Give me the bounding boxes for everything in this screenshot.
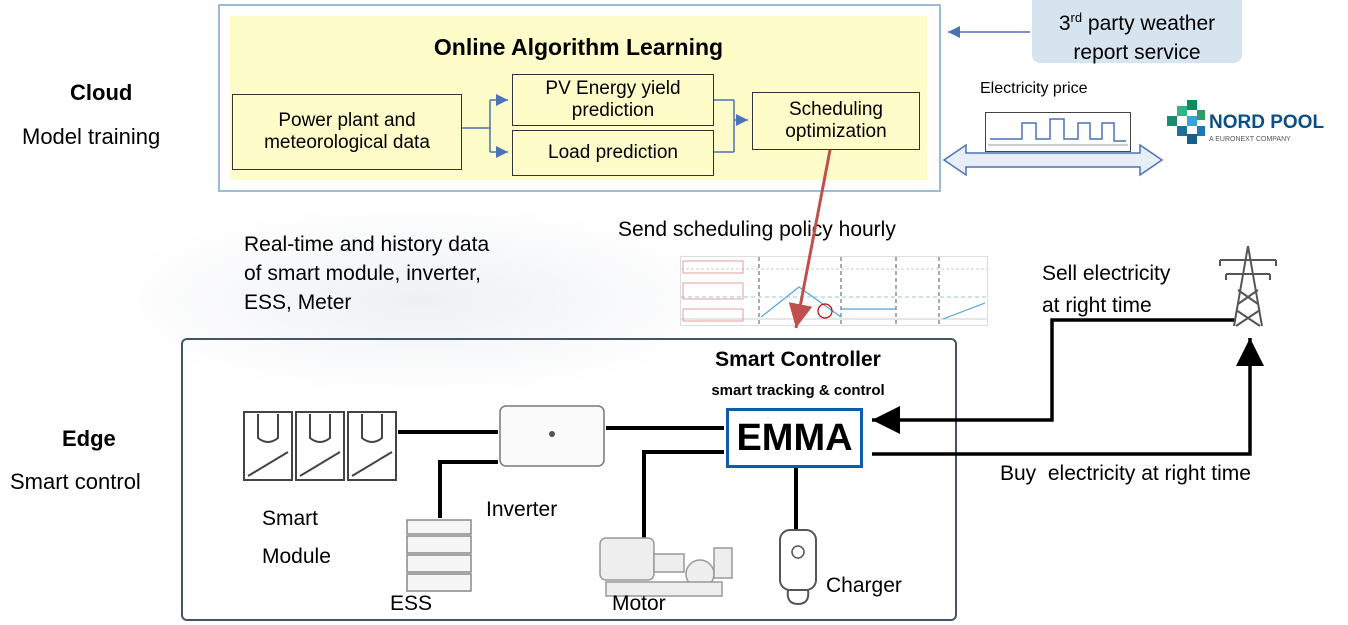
power-plant-data-box: Power plant and meteorological data [232, 94, 462, 170]
power-tower-icon [1212, 244, 1284, 328]
emma-controller: EMMA [726, 408, 863, 468]
sell-electricity-label: Sell electricity at right time [1042, 262, 1171, 317]
load-prediction-box: Load prediction [512, 130, 714, 176]
cloud-heading: Cloud [70, 80, 133, 105]
price-curve [988, 118, 1128, 146]
send-policy-label: Send scheduling policy hourly [618, 218, 896, 241]
edge-heading: Edge [62, 426, 116, 451]
edge-subheading: Smart control [10, 469, 141, 494]
inverter-label: Inverter [486, 498, 558, 521]
realtime-data-label: Real-time and history data of smart modu… [244, 230, 489, 317]
scheduling-box: Scheduling optimization [752, 92, 920, 150]
smart-controller-title: Smart Controller [715, 348, 881, 371]
load-prediction-label: Load prediction [548, 142, 678, 163]
price-chart [985, 112, 1131, 152]
nord-pool-name: NORD POOL [1209, 112, 1325, 133]
schedule-plot [681, 257, 987, 325]
smart-module-label: Smart Module [262, 507, 331, 568]
smart-controller-subtitle: smart tracking & control [711, 382, 885, 399]
pv-yield-label: PV Energy yield prediction [545, 78, 681, 121]
realtime-line-3: ESS, Meter [244, 291, 352, 314]
weather-line-2: report service [1073, 41, 1201, 64]
power-plant-data-label: Power plant and meteorological data [264, 110, 430, 153]
charger-icon [778, 528, 818, 608]
motor-icon [596, 528, 736, 602]
realtime-line-1: Real-time and history data [244, 233, 490, 256]
cloud-subheading: Model training [22, 124, 161, 149]
buy-electricity-label: Buy electricity at right time [1000, 462, 1251, 485]
inverter-icon [498, 404, 606, 467]
motor-label: Motor [612, 592, 666, 615]
nord-pool-logo: NORD POOL A EURONEXT COMPANY [1163, 96, 1327, 154]
smart-module-icon [240, 408, 400, 484]
charger-label: Charger [826, 574, 902, 597]
weather-service-box: 3rd party weather report service [1032, 0, 1242, 64]
nord-pool-mark [1167, 100, 1205, 144]
pv-yield-box: PV Energy yield prediction [512, 74, 714, 126]
schedule-chart [680, 256, 988, 326]
algorithm-title: Online Algorithm Learning [433, 34, 724, 60]
electricity-price-label: Electricity price [980, 80, 1088, 97]
scheduling-label: Scheduling optimization [785, 99, 887, 142]
weather-line-1: 3rd party weather [1058, 10, 1216, 35]
edge-container [181, 338, 957, 621]
emma-label: EMMA [736, 416, 853, 459]
nord-pool-tagline: A EURONEXT COMPANY [1209, 136, 1291, 143]
realtime-line-2: of smart module, inverter, [244, 262, 481, 285]
ess-icon [405, 518, 473, 594]
ess-label: ESS [390, 592, 433, 615]
